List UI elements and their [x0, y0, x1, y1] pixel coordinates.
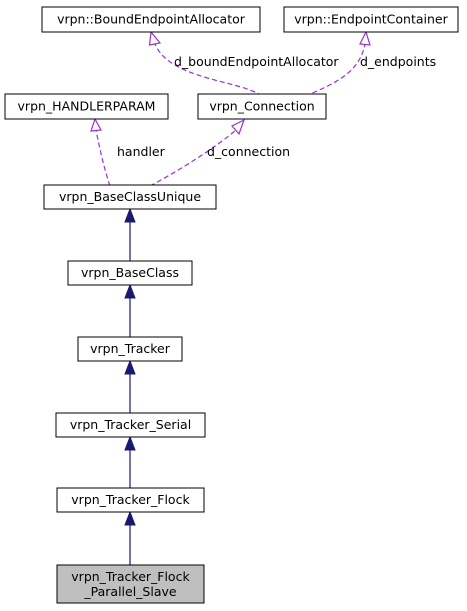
- edge-handler-arrowhead: [90, 117, 102, 132]
- svg-text:vrpn_Tracker_Serial: vrpn_Tracker_Serial: [70, 417, 191, 432]
- node-connection[interactable]: vrpn_Connection: [197, 93, 327, 120]
- edge-bound-allocator: [154, 43, 263, 97]
- edge-baseclass-arrowhead: [124, 207, 136, 223]
- edge-slave-arrowhead: [124, 510, 136, 526]
- svg-text:vrpn_HANDLERPARAM: vrpn_HANDLERPARAM: [18, 99, 156, 114]
- node-tracker-flock[interactable]: vrpn_Tracker_Flock: [56, 487, 205, 513]
- node-tracker-serial[interactable]: vrpn_Tracker_Serial: [55, 412, 206, 438]
- edge-label-connection: d_connection: [207, 144, 290, 159]
- svg-text:vrpn_Connection: vrpn_Connection: [209, 99, 314, 114]
- svg-text:vrpn_Tracker_Flock: vrpn_Tracker_Flock: [71, 492, 190, 507]
- node-tracker[interactable]: vrpn_Tracker: [77, 336, 183, 362]
- svg-text:vrpn_Tracker_Flock: vrpn_Tracker_Flock: [71, 569, 190, 584]
- edge-connection-arrowhead: [231, 118, 246, 136]
- edge-flock-arrowhead: [124, 435, 136, 451]
- node-base-class[interactable]: vrpn_BaseClass: [67, 260, 193, 286]
- node-base-class-unique[interactable]: vrpn_BaseClassUnique: [43, 184, 217, 210]
- edge-label-handler: handler: [117, 144, 166, 159]
- inheritance-edges: [124, 207, 136, 565]
- edge-endpoints: [304, 43, 366, 97]
- svg-text:vrpn_BaseClassUnique: vrpn_BaseClassUnique: [59, 189, 201, 204]
- edge-handler: [95, 129, 111, 187]
- edge-bound-allocator-arrowhead: [148, 30, 162, 46]
- edge-endpoints-arrowhead: [359, 30, 371, 46]
- edge-connection: [149, 129, 237, 187]
- edge-label-bound-allocator: d_boundEndpointAllocator: [174, 54, 339, 69]
- svg-text:vrpn_BaseClass: vrpn_BaseClass: [81, 265, 179, 280]
- edge-label-endpoints: d_endpoints: [360, 54, 436, 69]
- usage-edges: d_boundEndpointAllocator d_endpoints han…: [90, 30, 436, 187]
- node-endpoint-container[interactable]: vrpn::EndpointContainer: [283, 6, 459, 33]
- node-tracker-flock-parallel-slave[interactable]: vrpn_Tracker_Flock _Parallel_Slave: [56, 564, 205, 604]
- svg-text:vrpn_Tracker: vrpn_Tracker: [90, 341, 171, 356]
- node-handlerparam[interactable]: vrpn_HANDLERPARAM: [4, 93, 169, 120]
- svg-text:_Parallel_Slave: _Parallel_Slave: [83, 584, 177, 599]
- edge-serial-arrowhead: [124, 359, 136, 375]
- edge-tracker-arrowhead: [124, 283, 136, 299]
- svg-text:vrpn::BoundEndpointAllocator: vrpn::BoundEndpointAllocator: [57, 12, 246, 27]
- svg-text:vrpn::EndpointContainer: vrpn::EndpointContainer: [294, 12, 448, 27]
- node-bound-endpoint-allocator[interactable]: vrpn::BoundEndpointAllocator: [41, 6, 261, 33]
